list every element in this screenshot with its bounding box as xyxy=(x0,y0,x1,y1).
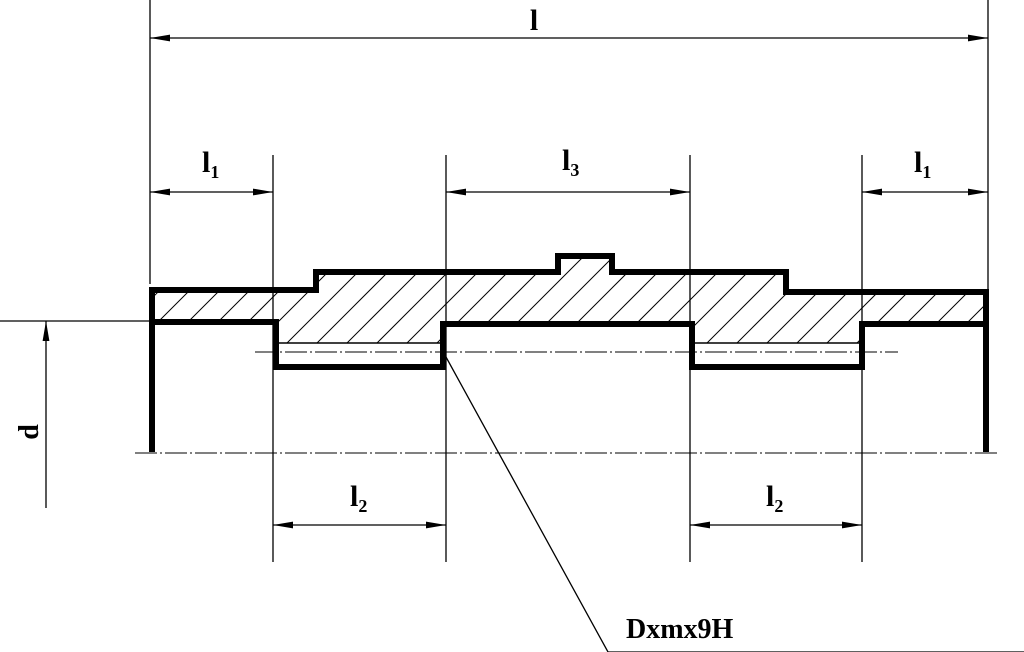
hatch-line xyxy=(519,256,621,343)
hatch-line xyxy=(152,256,231,343)
hatch-line xyxy=(759,256,861,343)
hatch-line xyxy=(369,256,471,343)
center-lines xyxy=(135,351,1000,454)
hatch-line xyxy=(699,256,801,343)
hatch-line xyxy=(459,256,561,343)
callout-leader xyxy=(445,356,1024,652)
hatch-line xyxy=(159,256,261,343)
label-total-length: l xyxy=(530,4,538,37)
outer-profile xyxy=(149,253,989,327)
part-outline xyxy=(149,253,989,452)
hatch-line xyxy=(339,256,441,343)
hatch-line xyxy=(219,256,321,343)
inner-profile xyxy=(149,319,989,452)
label-spline-length-left: l2 xyxy=(350,480,367,516)
label-diameter: d xyxy=(14,424,45,440)
hatch-line xyxy=(939,256,986,343)
hatch-line xyxy=(399,256,501,343)
hatch-line xyxy=(309,256,411,343)
section-hatching xyxy=(152,256,986,343)
hatch-line xyxy=(279,256,381,343)
hatch-line xyxy=(489,256,591,343)
hatch-line xyxy=(549,256,651,343)
hatch-line xyxy=(789,256,891,343)
label-end-length-right: l1 xyxy=(914,146,931,182)
leader-line xyxy=(445,356,1024,652)
dimension-lines xyxy=(42,34,988,529)
label-end-length-left: l1 xyxy=(202,146,219,182)
label-middle-length: l3 xyxy=(562,144,579,180)
hatch-line xyxy=(729,256,831,343)
hatch-line xyxy=(819,256,921,343)
hatch-line xyxy=(969,256,986,343)
dimension-labels: l l1 l3 l1 l2 l2 d Dxmx9H xyxy=(14,4,931,645)
hatch-line xyxy=(579,256,681,343)
hatch-line xyxy=(249,256,351,343)
hatch-line xyxy=(909,256,986,343)
extension-lines xyxy=(0,0,989,562)
hatch-line xyxy=(669,256,771,343)
spline-callout-label: Dxmx9H xyxy=(626,614,734,645)
hatch-line xyxy=(879,256,981,343)
label-spline-length-right: l2 xyxy=(766,480,783,516)
